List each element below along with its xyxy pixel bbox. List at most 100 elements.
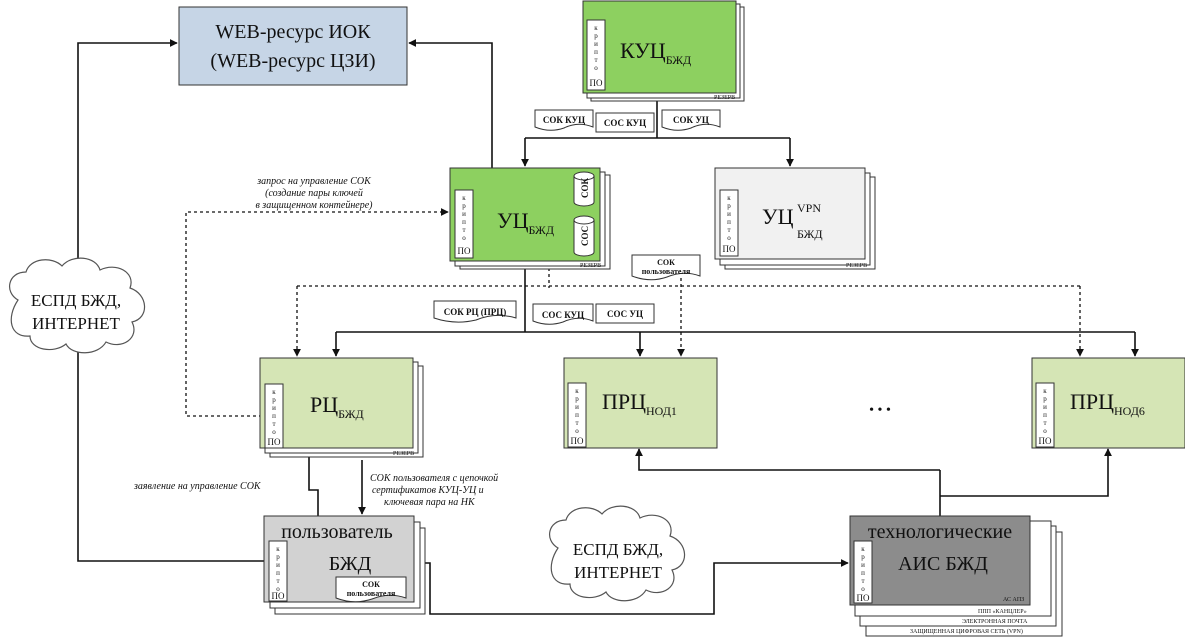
- svg-text:к: к: [462, 194, 466, 202]
- prc6-title: ПРЦНОД6: [1070, 389, 1145, 418]
- svg-text:т: т: [594, 56, 597, 64]
- svg-text:пользователя: пользователя: [347, 589, 396, 598]
- user-crypto-icon: к р и п т о ПО: [268, 540, 288, 602]
- prc6-node: к р и п т о ПО ПРЦНОД6: [1031, 357, 1185, 449]
- cloud-left: ЕСПД БЖД, ИНТЕРНЕТ: [9, 257, 146, 354]
- doc-sos-kuc-mid: [532, 303, 594, 325]
- uc-sos-database-icon: СОС: [573, 215, 595, 257]
- ucvpn-node: к р и п т о ПО УЦ VPN БЖД РЕЗЕРВ: [714, 167, 876, 270]
- svg-text:т: т: [272, 420, 275, 428]
- svg-text:о: о: [594, 64, 598, 72]
- svg-text:о: о: [575, 427, 579, 435]
- tech-title: технологические: [868, 521, 1012, 543]
- ucvpn-box: [714, 167, 866, 260]
- svg-text:т: т: [1043, 419, 1046, 427]
- svg-text:п: п: [276, 569, 280, 577]
- svg-text:ПО: ПО: [571, 436, 584, 446]
- svg-text:к: к: [594, 24, 598, 32]
- tech-crypto-icon: к р и п т о ПО: [853, 540, 873, 604]
- svg-text:р: р: [727, 202, 731, 210]
- user-to-rc-arrow: [305, 446, 319, 516]
- kuc-title: КУЦБЖД: [620, 38, 691, 67]
- svg-text:п: п: [1043, 411, 1047, 419]
- uc-docs: СОК РЦ (ПРЦ) СОС КУЦ СОС УЦ: [433, 300, 655, 325]
- svg-text:о: о: [276, 585, 280, 593]
- svg-text:р: р: [575, 395, 579, 403]
- svg-text:п: п: [727, 218, 731, 226]
- user-subtitle: БЖД: [329, 553, 372, 575]
- cloud-mid: ЕСПД БЖД, ИНТЕРНЕТ: [549, 505, 686, 602]
- web-resource-box: [178, 6, 408, 86]
- svg-text:и: и: [1043, 403, 1047, 411]
- svg-text:т: т: [861, 577, 864, 585]
- tech-to-prc6-arrow: [940, 448, 1112, 497]
- svg-text:р: р: [272, 396, 276, 404]
- rc-box: [259, 357, 414, 449]
- uc-node: к р и п т о ПО УЦБЖД СОК СОС РЕЗЕРВ: [449, 167, 611, 270]
- svg-text:сертификатов КУЦ-УЦ и: сертификатов КУЦ-УЦ и: [372, 485, 484, 496]
- connections: [77, 39, 1139, 615]
- svg-text:ПО: ПО: [723, 244, 736, 254]
- svg-text:и: и: [727, 210, 731, 218]
- svg-text:о: о: [727, 234, 731, 242]
- svg-text:р: р: [276, 553, 280, 561]
- svg-text:ключевая пара на НК: ключевая пара на НК: [384, 497, 476, 508]
- svg-text:п: п: [272, 412, 276, 420]
- svg-text:о: о: [1043, 427, 1047, 435]
- tech-stack-item-2: ЭЛЕКТРОННАЯ ПОЧТА: [962, 619, 1028, 625]
- doc-sos-kuc-top: [595, 112, 655, 133]
- svg-text:о: о: [462, 234, 466, 242]
- note-sok-chain: СОК пользователя с цепочкой сертификатов…: [370, 473, 498, 508]
- rc-title: РЦБЖД: [310, 392, 364, 421]
- rc-node: к р и п т о ПО РЦБЖД РЕЗЕРВ: [259, 357, 424, 458]
- note-statement: заявление на управление СОК: [133, 481, 262, 492]
- svg-text:ПО: ПО: [1039, 436, 1052, 446]
- svg-text:ПО: ПО: [857, 593, 870, 603]
- svg-text:р: р: [861, 553, 865, 561]
- user-title: пользователь: [281, 521, 393, 543]
- doc-sok-kuc: [534, 109, 594, 131]
- tech-stack-item-1: ППП «КАНЦЛЕР»: [978, 609, 1027, 615]
- ucvpn-title: УЦ: [762, 204, 794, 229]
- svg-text:и: и: [276, 561, 280, 569]
- more-nodes-ellipsis: • • •: [869, 403, 891, 418]
- ucvpn-sup: VPN: [797, 201, 821, 215]
- user-sok-doc: СОК пользователя: [335, 576, 407, 603]
- prc1-crypto-icon: к р и п т о ПО: [567, 382, 587, 448]
- svg-text:т: т: [276, 577, 279, 585]
- svg-text:запрос на управление СОК: запрос на управление СОК: [256, 176, 372, 187]
- rc-reserve: РЕЗЕРВ: [393, 451, 414, 457]
- tech-tag: АС АПЗ: [1003, 597, 1024, 603]
- doc-sos-uc: [595, 303, 655, 324]
- svg-text:СОК РЦ (ПРЦ): СОК РЦ (ПРЦ): [444, 307, 507, 317]
- svg-text:р: р: [594, 32, 598, 40]
- svg-text:СОС УЦ: СОС УЦ: [607, 309, 643, 319]
- tech-node: к р и п т о ПО технологические АИС БЖД А…: [849, 515, 1063, 637]
- cloud-mid-line2: ИНТЕРНЕТ: [574, 563, 662, 582]
- svg-text:ПО: ПО: [458, 246, 471, 256]
- prc1-box: [563, 357, 718, 449]
- svg-text:п: п: [575, 411, 579, 419]
- cloud-left-line2: ИНТЕРНЕТ: [32, 314, 120, 333]
- kuc-reserve: РЕЗЕРВ: [714, 95, 735, 101]
- prc1-title: ПРЦНОД1: [602, 389, 677, 418]
- svg-text:к: к: [272, 388, 276, 396]
- svg-text:к: к: [861, 545, 865, 553]
- svg-text:СОК: СОК: [657, 258, 675, 267]
- uc-to-web-arrow: [408, 39, 493, 168]
- svg-text:пользователя: пользователя: [642, 267, 691, 276]
- tech-to-prc1-arrow: [635, 448, 940, 471]
- svg-text:и: и: [594, 40, 598, 48]
- svg-text:т: т: [462, 226, 465, 234]
- kuc-box: [582, 0, 737, 94]
- svg-text:СОК: СОК: [362, 580, 380, 589]
- note-request: запрос на управление СОК (создание пары …: [255, 176, 373, 211]
- svg-text:СОК УЦ: СОК УЦ: [673, 115, 709, 125]
- svg-text:ПО: ПО: [272, 591, 285, 601]
- svg-text:к: к: [276, 545, 280, 553]
- svg-text:СОК КУЦ: СОК КУЦ: [543, 115, 585, 125]
- dashed-request-line: [185, 208, 449, 417]
- ucvpn-sub: БЖД: [797, 227, 823, 241]
- tech-subtitle: АИС БЖД: [898, 553, 988, 575]
